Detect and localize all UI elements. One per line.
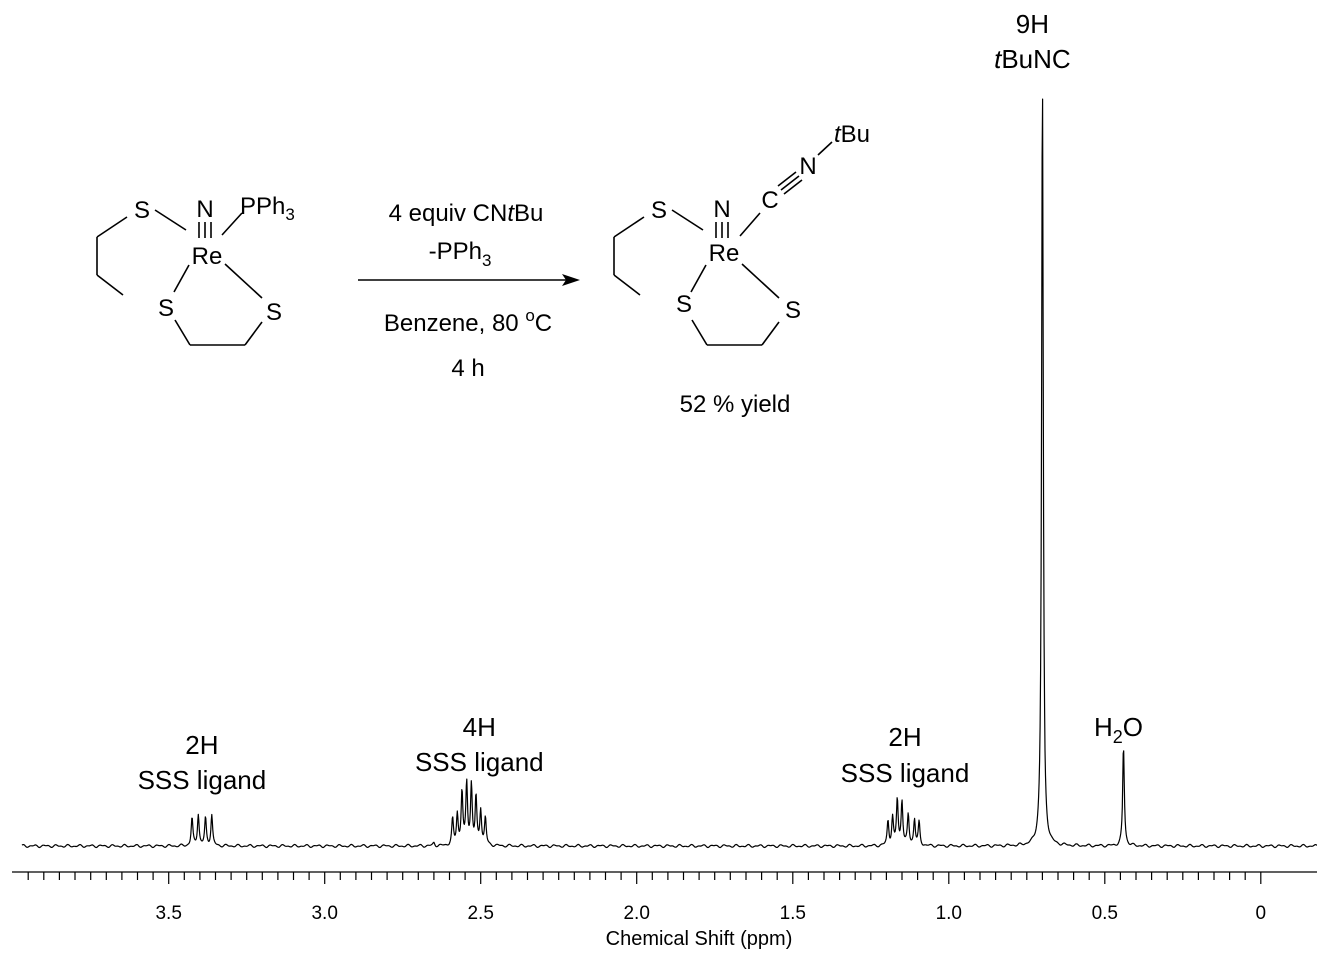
reactant-sulfur-1: S [134, 197, 150, 224]
annotation-water: H2O [1094, 712, 1143, 747]
condition-line-2: 4 h [451, 355, 484, 382]
annotation-group: SSS ligand [841, 758, 970, 788]
reactant-sulfur-2: S [158, 295, 174, 322]
reactant-metal: Re [192, 243, 223, 270]
x-tick-label: 0 [1256, 903, 1267, 924]
annotation-count: 4H [463, 712, 496, 742]
reactant-labels: S N Re S S PPh3 [134, 193, 295, 326]
x-tick-label: 2.5 [467, 903, 493, 924]
reagent-line-2: -PPh3 [429, 238, 492, 270]
product-sulfur-3: S [785, 297, 801, 324]
product-labels: S N Re S S C N tBu [651, 121, 870, 324]
reaction-scheme: S N Re S S PPh3 4 equiv CNtBu -PPh3 Benz… [96, 121, 870, 418]
x-axis-ticks: 3.5 3.0 2.5 2.0 1.5 1.0 0.5 0 [27, 872, 1267, 924]
spectrum-plot: 2H SSS ligand 4H SSS ligand 2H SSS ligand 9H tB… [21, 9, 1317, 849]
annotation-count: 2H [888, 722, 921, 752]
product-metal: Re [709, 240, 740, 267]
annotation-count: 9H [1016, 9, 1049, 39]
product-yield: 52 % yield [680, 391, 791, 418]
product-sulfur-1: S [651, 197, 667, 224]
annotation-count: 2H [185, 730, 218, 760]
x-tick-label: 1.0 [936, 903, 962, 924]
x-axis-title: Chemical Shift (ppm) [606, 928, 793, 950]
x-tick-label: 2.0 [623, 903, 649, 924]
x-tick-label: 1.5 [780, 903, 806, 924]
product-structure [613, 141, 833, 346]
x-tick-label: 0.5 [1092, 903, 1118, 924]
reaction-arrow [358, 274, 580, 286]
x-tick-label: 3.5 [155, 903, 181, 924]
product-tbu: tBu [834, 121, 870, 148]
x-tick-label: 3.0 [311, 903, 337, 924]
reaction-conditions: 4 equiv CNtBu -PPh3 Benzene, 80 oC 4 h [358, 200, 580, 382]
condition-line-1: Benzene, 80 oC [384, 306, 552, 337]
product-sulfur-2: S [676, 291, 692, 318]
annotation-group: tBuNC [994, 44, 1071, 74]
reactant-phosphine: PPh3 [240, 193, 295, 224]
product-isocyanide-carbon: C [761, 187, 778, 214]
reactant-nitrido: N [196, 196, 213, 223]
product-nitrido: N [713, 196, 730, 223]
peak-annotations: 2H SSS ligand 4H SSS ligand 2H SSS ligand 9H tB… [138, 9, 1143, 795]
product-isocyanide-nitrogen: N [799, 153, 816, 180]
x-axis: 3.5 3.0 2.5 2.0 1.5 1.0 0.5 0 Chemical Shift (p… [12, 871, 1317, 950]
annotation-group: SSS ligand [138, 765, 267, 795]
annotation-group: SSS ligand [415, 747, 544, 777]
spectrum-series-line [21, 98, 1317, 849]
reactant-structure [96, 209, 263, 346]
reagent-line-1: 4 equiv CNtBu [389, 200, 544, 227]
reactant-sulfur-3: S [266, 299, 282, 326]
